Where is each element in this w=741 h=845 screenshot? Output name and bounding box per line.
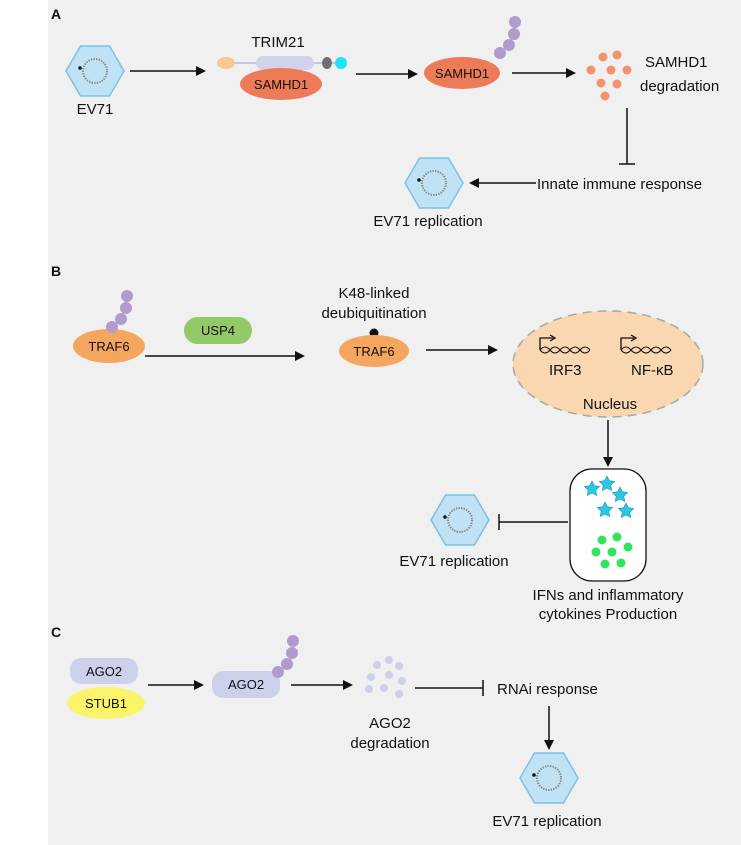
trim21-protein xyxy=(217,56,347,70)
usp4-label: USP4 xyxy=(201,323,235,338)
inhibit-bar-c xyxy=(415,680,484,696)
samhd1-degradation-label-2: degradation xyxy=(640,78,719,95)
irf3-label: IRF3 xyxy=(549,362,582,379)
secretory-vesicle xyxy=(569,468,647,582)
traf6-ub-label: TRAF6 xyxy=(88,339,129,354)
ago2-degradation-label-1: AGO2 xyxy=(369,715,411,732)
traf6-ubiquitinated xyxy=(73,329,145,363)
ago2-degradation-label-2: degradation xyxy=(350,735,429,752)
nucleus-label: Nucleus xyxy=(583,396,637,413)
usp4-enzyme xyxy=(184,317,252,344)
samhd1-bound xyxy=(240,68,322,100)
ev71-replication-label-b: EV71 replication xyxy=(399,553,508,570)
rnai-response-label: RNAi response xyxy=(497,681,598,698)
dna-helix-icon xyxy=(539,346,672,354)
promoter-arrow-icon xyxy=(539,334,638,350)
inhibit-bar-b xyxy=(498,514,568,530)
samhd1-ubiquitinated xyxy=(424,57,500,89)
ago2-bound-label: AGO2 xyxy=(86,664,122,679)
ago2-fragments xyxy=(365,656,406,698)
stub1-protein xyxy=(67,687,145,719)
deubiq-label-1: K48-linked xyxy=(339,285,410,302)
nucleus xyxy=(512,310,704,418)
samhd1-degradation-label-1: SAMHD1 xyxy=(645,54,708,71)
traf6-label: TRAF6 xyxy=(353,344,394,359)
samhd1-bound-label: SAMHD1 xyxy=(254,77,308,92)
stub1-label: STUB1 xyxy=(85,696,127,711)
ev71-label: EV71 xyxy=(77,101,114,118)
ago2-ub-label: AGO2 xyxy=(228,677,264,692)
ago2-ubiquitinated xyxy=(212,671,280,698)
trim21-label: TRIM21 xyxy=(251,34,304,51)
panel-c-letter: C xyxy=(51,624,61,640)
panel-a-letter: A xyxy=(51,6,61,22)
cytokine-dots xyxy=(591,532,633,569)
inhibit-bar-a xyxy=(619,108,635,165)
diagram-background xyxy=(48,0,741,845)
deubiq-label-2: deubiquitination xyxy=(321,305,426,322)
panel-b-letter: B xyxy=(51,263,61,279)
traf6-protein xyxy=(339,335,409,367)
cytokines-label-1: IFNs and inflammatory xyxy=(533,587,684,604)
ev71-replication-label-c: EV71 replication xyxy=(492,813,601,830)
nfkb-label: NF-κB xyxy=(631,362,674,379)
ago2-bound xyxy=(70,658,138,684)
innate-immune-label: Innate immune response xyxy=(537,176,702,193)
samhd1-ub-label: SAMHD1 xyxy=(435,66,489,81)
samhd1-fragments xyxy=(586,50,632,101)
ev71-replication-label-a: EV71 replication xyxy=(373,213,482,230)
cytokines-label-2: cytokines Production xyxy=(539,606,677,623)
